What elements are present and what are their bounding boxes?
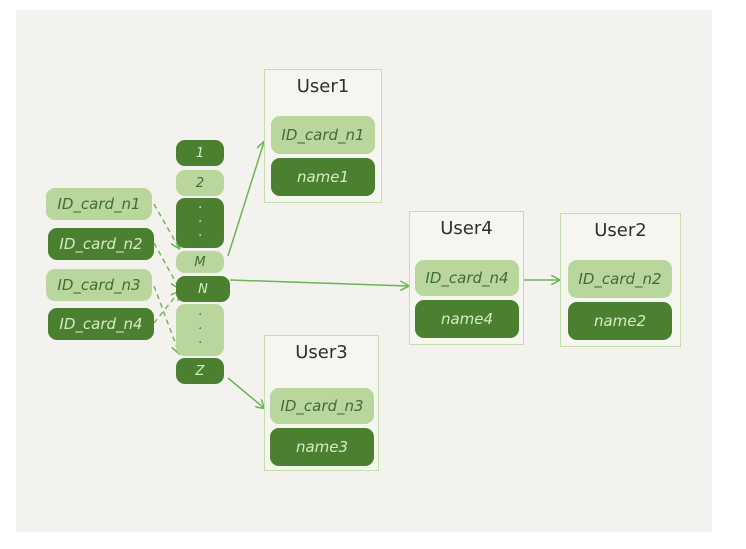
hash-slot-ellipsis-upper: · · ·	[176, 198, 224, 248]
arrow-m-to-user1	[227, 142, 264, 257]
ellipsis-dot: ·	[197, 322, 203, 337]
user1-title: User1	[296, 76, 350, 97]
user1-name: name1	[271, 158, 375, 196]
key-id-card-n3: ID_card_n3	[46, 269, 152, 301]
user4-title: User4	[440, 218, 493, 239]
user3-title: User3	[295, 342, 348, 363]
ellipsis-dot: ·	[197, 201, 203, 216]
key-id-card-n1: ID_card_n1	[46, 188, 152, 220]
arrow-n-to-user4	[229, 279, 408, 286]
dashed-arrow-n4	[153, 292, 179, 324]
connector-layer	[153, 10, 712, 532]
hash-slot-1: 1	[176, 140, 224, 166]
user4-id: ID_card_n4	[415, 260, 519, 296]
diagram-canvas: ID_card_n1 ID_card_n2 ID_card_n3 ID_card…	[16, 10, 712, 532]
user3-id: ID_card_n3	[270, 388, 374, 424]
user1-id: ID_card_n1	[271, 116, 375, 154]
ellipsis-dot: ·	[197, 308, 203, 323]
dashed-arrow-n3	[153, 285, 179, 353]
user4-record: User4 ID_card_n4 name4	[409, 211, 524, 345]
hash-slot-z: Z	[176, 358, 224, 384]
ellipsis-dot: ·	[197, 215, 203, 230]
hash-slot-m: M	[176, 251, 224, 273]
hash-slot-n: N	[176, 276, 230, 302]
ellipsis-dot: ·	[197, 336, 203, 351]
key-id-card-n2: ID_card_n2	[48, 228, 154, 260]
user3-record: User3 ID_card_n3 name3	[264, 335, 379, 471]
hash-slot-ellipsis-lower: · · ·	[176, 304, 224, 356]
hash-slot-2: 2	[176, 170, 224, 196]
user2-record: User2 ID_card_n2 name2	[560, 213, 681, 347]
user2-title: User2	[594, 220, 647, 241]
ellipsis-dot: ·	[197, 229, 203, 244]
key-id-card-n4: ID_card_n4	[48, 308, 154, 340]
user2-name: name2	[568, 302, 672, 340]
arrow-z-to-user3	[227, 377, 264, 408]
user1-record: User1 ID_card_n1 name1	[264, 69, 382, 203]
user3-name: name3	[270, 428, 374, 466]
user2-id: ID_card_n2	[568, 260, 672, 298]
user4-name: name4	[415, 300, 519, 338]
